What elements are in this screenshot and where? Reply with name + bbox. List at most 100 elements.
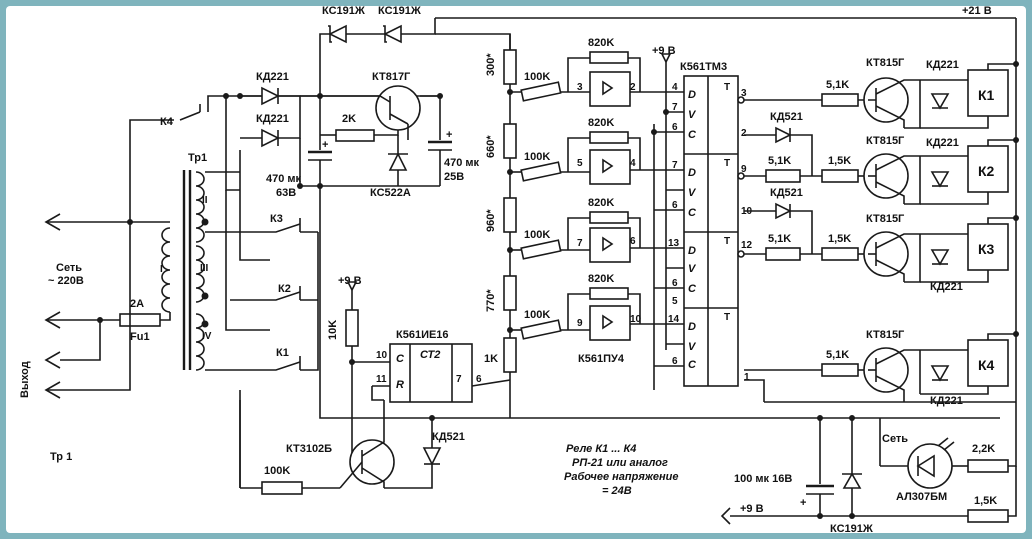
relay-k1: КД221 К1 [904, 59, 1016, 129]
transistor-kt3102 [349, 439, 395, 485]
contact-k2-label: К2 [278, 283, 291, 295]
out2-transistor-label: КТ815Г [866, 135, 905, 147]
schematic-panel: +21 В Тр1 I II III IV Сеть ~ 220В 2A Fu1 [6, 6, 1026, 533]
svg-text:V: V [688, 187, 697, 199]
svg-text:4: 4 [630, 158, 636, 169]
svg-text:C: C [688, 207, 697, 219]
svg-text:T: T [724, 158, 730, 169]
svg-text:КД221: КД221 [930, 281, 963, 293]
cmp2-rin-label: 100K [524, 151, 550, 163]
svg-text:D: D [688, 245, 696, 257]
relay-k4-coil [967, 339, 1009, 387]
out3-transistor-label: КТ815Г [866, 213, 905, 225]
divider-660-label: 660* [485, 135, 497, 158]
mains-input: Сеть ~ 220В 2A Fu1 Выход Тр 1 [19, 119, 174, 463]
svg-text:3: 3 [741, 88, 747, 99]
svg-text:C: C [688, 283, 697, 295]
counter-k561ie16: К561ИЕ16 СТ2 С R 10 11 7 6 [352, 329, 511, 403]
svg-text:6: 6 [672, 356, 678, 367]
relay-k4: КД221 К4 [919, 333, 1016, 407]
svg-text:D: D [688, 321, 696, 333]
transformer-label: Тр1 [188, 152, 207, 164]
svg-text:T: T [724, 312, 730, 323]
out4-r51 [821, 363, 859, 377]
svg-text:5,1K: 5,1K [768, 155, 791, 167]
plus9v-bottom-label: +9 В [740, 503, 764, 515]
relay-k3: КД221 К3 [904, 217, 1016, 293]
resistor-10k-label: 10K [327, 320, 339, 340]
svg-text:T: T [724, 82, 730, 93]
resistor-2k2-label: 2,2K [972, 443, 995, 455]
svg-text:V: V [688, 263, 697, 275]
out2-r51 [765, 169, 801, 183]
diode-top2-label: КД221 [256, 113, 289, 125]
svg-text:6: 6 [672, 278, 678, 289]
svg-text:9: 9 [577, 318, 583, 329]
winding-IV-label: IV [202, 331, 212, 342]
svg-text:КД521: КД521 [432, 431, 465, 443]
contact-k4-label: К4 [160, 116, 174, 128]
relay-k4-diode [930, 365, 950, 382]
divider-770 [503, 275, 517, 311]
ie16-body [389, 343, 473, 403]
svg-text:11: 11 [376, 374, 387, 385]
kt3102-label: КТ3102Б [286, 443, 332, 455]
cmp3-rin-label: 100K [524, 229, 550, 241]
divider-960-label: 960* [485, 209, 497, 232]
zener-ks191-bottom [842, 472, 862, 489]
divider-770-label: 770* [485, 289, 497, 312]
svg-text:C: C [688, 129, 697, 141]
divider-1k [503, 337, 517, 373]
divider-300 [503, 49, 517, 85]
svg-text:+: + [800, 497, 806, 509]
zener-top1-label: КС191Ж [322, 6, 365, 17]
mains-label: Сеть [56, 262, 82, 274]
cmp1-rfb-label: 820K [588, 37, 614, 49]
supply-rail-21v: +21 В [435, 6, 1017, 402]
zener-ks522 [388, 152, 408, 171]
svg-text:10: 10 [630, 314, 642, 325]
svg-text:9: 9 [741, 164, 747, 175]
transformer: Тр1 I II III IV [160, 152, 212, 371]
comparators: 100K 820K 3 2 100K 820K 5 4 100K 820K [510, 37, 684, 365]
output-stages: 5,1K КТ815Г 5,1K 1,5K КТ815Г 5,1K 1,5K К… [744, 57, 1016, 407]
svg-text:V: V [688, 109, 697, 121]
out4-transistor [863, 347, 909, 393]
svg-text:6: 6 [476, 374, 482, 385]
cmp4-rfb [589, 287, 629, 300]
svg-text:7: 7 [456, 374, 462, 385]
relay-k2: КД221 К2 [904, 137, 1016, 205]
svg-text:1,5K: 1,5K [828, 155, 851, 167]
cap1-voltage: 63В [276, 187, 296, 199]
cap100-label: 100 мк 16В [734, 473, 792, 485]
out3-r51 [765, 247, 801, 261]
out3-transistor [863, 231, 909, 277]
cmp4-rin-label: 100K [524, 309, 550, 321]
svg-text:12: 12 [741, 240, 753, 251]
svg-text:2: 2 [741, 128, 747, 139]
relay-k2-diode [930, 171, 950, 188]
winding-I-label: I [160, 264, 163, 275]
out1-transistor [863, 77, 909, 123]
resistor-2k2 [967, 459, 1009, 473]
svg-text:Рабочее напряжение: Рабочее напряжение [564, 471, 679, 483]
cmp3-rin [520, 239, 562, 260]
plus9v-top-label: +9 В [652, 45, 676, 57]
out3-r15 [821, 247, 859, 261]
svg-text:3: 3 [577, 82, 583, 93]
svg-text:1,5K: 1,5K [828, 233, 851, 245]
svg-text:5,1K: 5,1K [826, 349, 849, 361]
plus21v-label: +21 В [962, 6, 992, 17]
circuit-schematic: +21 В Тр1 I II III IV Сеть ~ 220В 2A Fu1 [19, 6, 1019, 533]
transformer-note: Тр 1 [50, 451, 72, 463]
fuse-fu1 [119, 313, 161, 327]
relay-k3-diode [930, 249, 950, 266]
cmp1-rin [520, 81, 562, 102]
resistor-100k-bottom-label: 100K [264, 465, 290, 477]
out1-transistor-label: КТ815Г [866, 57, 905, 69]
svg-text:Реле К1 ... К4: Реле К1 ... К4 [566, 443, 636, 455]
svg-text:5: 5 [577, 158, 583, 169]
cap2-voltage: 25В [444, 171, 464, 183]
svg-text:КД221: КД221 [926, 137, 959, 149]
svg-text:6: 6 [672, 122, 678, 133]
